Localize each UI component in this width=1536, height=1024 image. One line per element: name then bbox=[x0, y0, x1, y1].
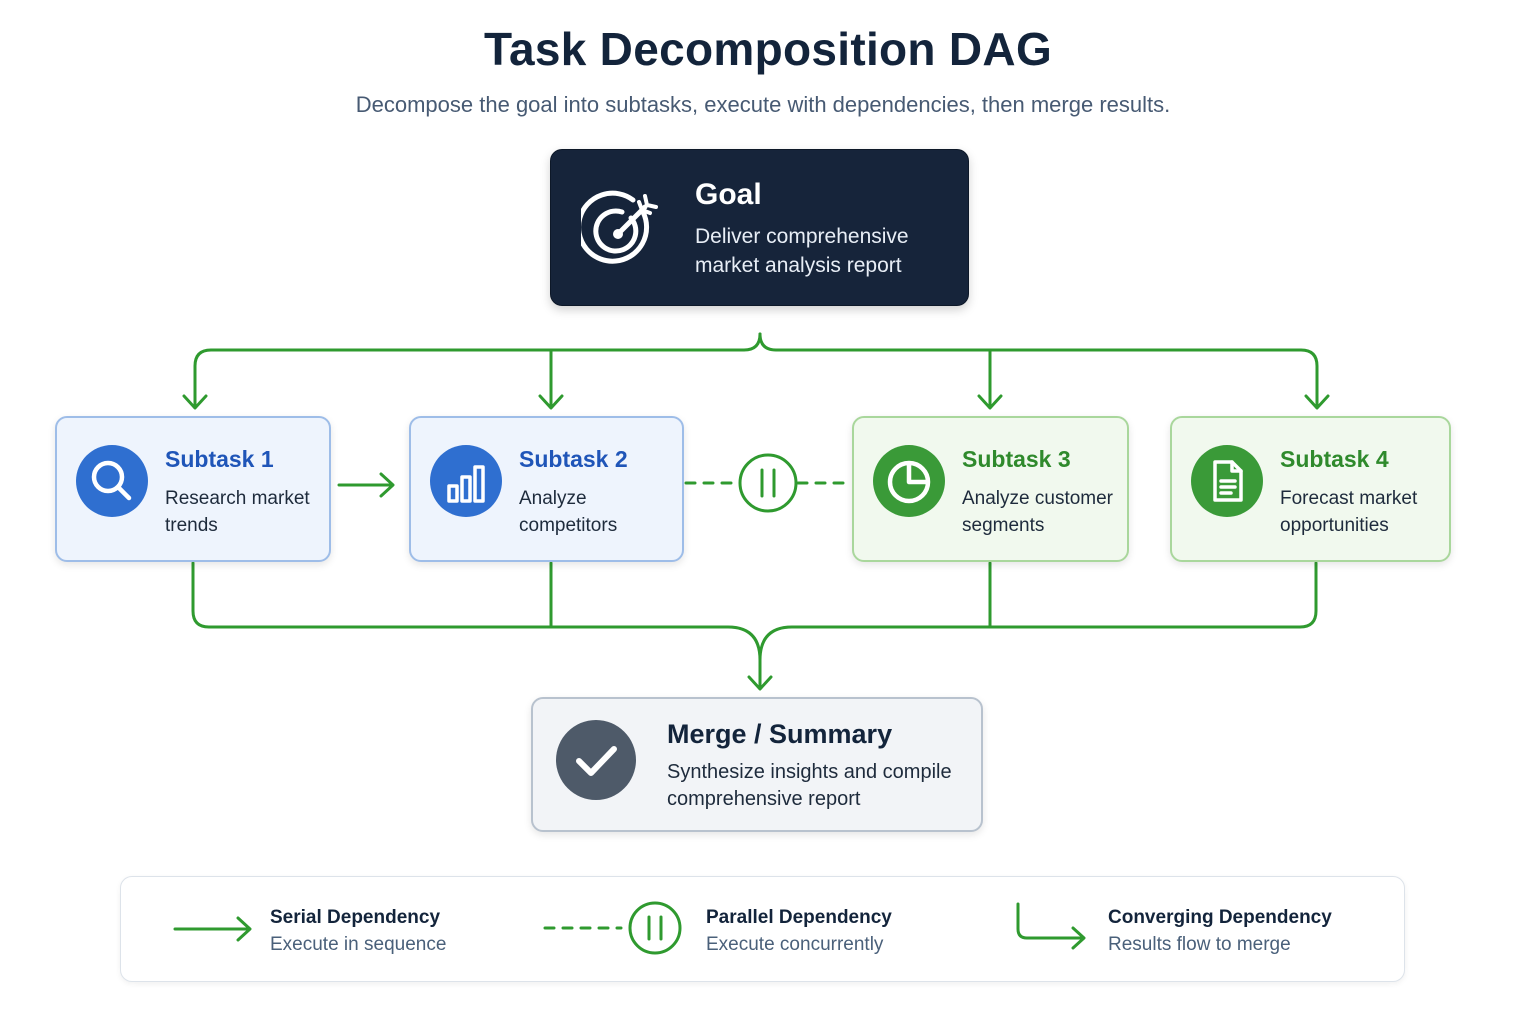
subtask-1-description: Research market trends bbox=[165, 488, 310, 536]
subtask-4-description: Forecast market opportunities bbox=[1280, 488, 1418, 536]
arrowhead-4 bbox=[1304, 394, 1330, 410]
subtask-4-node: Subtask 4 Forecast market opportunities bbox=[1170, 416, 1451, 562]
subtask-2-node: Subtask 2 Analyze competitors bbox=[409, 416, 684, 562]
legend-serial-description: Execute in sequence bbox=[270, 934, 447, 955]
fan-out-edge-right bbox=[758, 332, 1319, 408]
subtask-1-node: Subtask 1 Research market trends bbox=[55, 416, 331, 562]
legend-parallel-description: Execute concurrently bbox=[706, 934, 884, 955]
arrowhead-3 bbox=[977, 394, 1003, 410]
subtask-3-description: Analyze customer segments bbox=[962, 488, 1114, 536]
merge-title: Merge / Summary bbox=[667, 719, 893, 749]
legend-converging-title: Converging Dependency bbox=[1108, 907, 1332, 928]
subtask-3-node: Subtask 3 Analyze customer segments bbox=[852, 416, 1129, 562]
merge-description: Synthesize insights and compile comprehe… bbox=[667, 761, 952, 810]
goal-node: Goal Deliver comprehensive market analys… bbox=[550, 149, 969, 306]
subtask-4-title: Subtask 4 bbox=[1280, 446, 1389, 472]
checkmark-icon bbox=[556, 720, 636, 800]
serial-arrowhead bbox=[379, 472, 395, 498]
subtask-1-title: Subtask 1 bbox=[165, 446, 274, 472]
merge-node: Merge / Summary Synthesize insights and … bbox=[531, 697, 983, 832]
pie-chart-icon bbox=[873, 445, 945, 517]
arrowhead-2 bbox=[538, 394, 564, 410]
subtask-2-title: Subtask 2 bbox=[519, 446, 628, 472]
legend: Serial Dependency Execute in sequence Pa… bbox=[120, 876, 1405, 982]
page-title: Task Decomposition DAG bbox=[483, 23, 1053, 75]
parallel-icon bbox=[543, 901, 682, 955]
legend-converging-description: Results flow to merge bbox=[1108, 934, 1291, 955]
page-subtitle: Decompose the goal into subtasks, execut… bbox=[355, 92, 1171, 117]
bar-chart-icon bbox=[430, 445, 502, 517]
legend-serial-title: Serial Dependency bbox=[270, 907, 441, 928]
search-icon bbox=[76, 445, 148, 517]
converge-edge-left bbox=[191, 561, 762, 662]
goal-description: Deliver comprehensive market analysis re… bbox=[695, 225, 909, 277]
fan-out-edge-left bbox=[193, 332, 762, 408]
document-icon bbox=[1191, 445, 1263, 517]
parallel-node bbox=[738, 453, 798, 513]
legend-parallel-title: Parallel Dependency bbox=[706, 907, 892, 928]
serial-arrow-icon bbox=[173, 916, 252, 942]
target-icon bbox=[581, 190, 658, 264]
subtask-2-description: Analyze competitors bbox=[519, 488, 618, 536]
goal-title: Goal bbox=[695, 178, 762, 211]
merge-arrowhead bbox=[747, 675, 773, 691]
arrowhead-1 bbox=[182, 394, 208, 410]
converging-arrow-icon bbox=[1016, 902, 1086, 950]
subtask-3-title: Subtask 3 bbox=[962, 446, 1071, 472]
converge-edge-right bbox=[758, 561, 1318, 662]
parallel-bars bbox=[760, 468, 776, 498]
